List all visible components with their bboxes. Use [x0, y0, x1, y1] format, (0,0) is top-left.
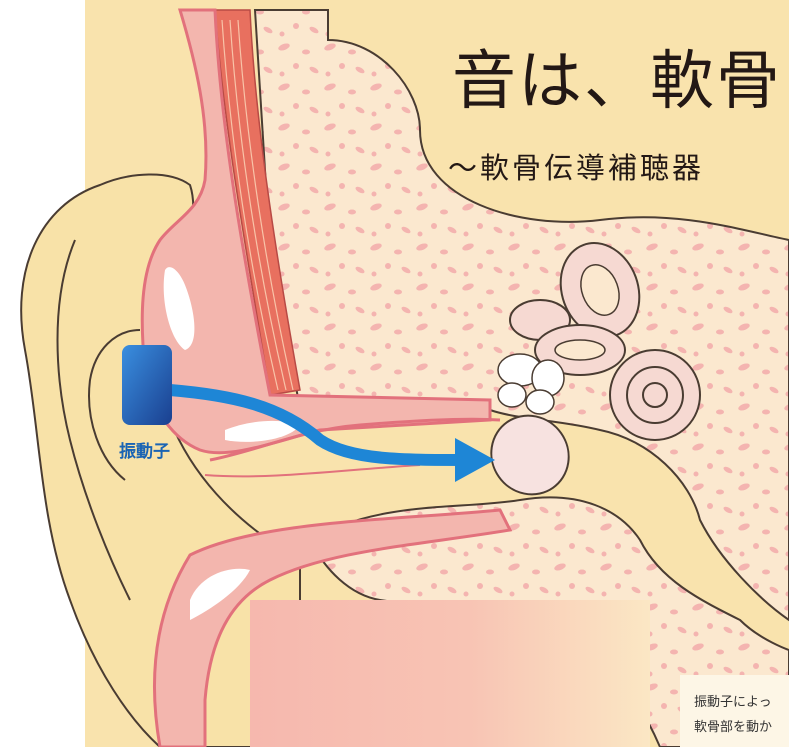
caption-line-1: 振動子によっ — [694, 691, 772, 710]
caption-line-2: 軟骨部を動か — [694, 716, 772, 735]
page-title: 音は、軟骨 — [452, 42, 782, 122]
page-subtitle: 〜軟骨伝導補聴器 — [448, 148, 704, 188]
vibrator — [122, 345, 172, 425]
throat — [250, 600, 650, 747]
ossicles — [498, 354, 564, 414]
vibrator-label: 振動子 — [119, 437, 170, 462]
caption-panel — [680, 675, 789, 747]
